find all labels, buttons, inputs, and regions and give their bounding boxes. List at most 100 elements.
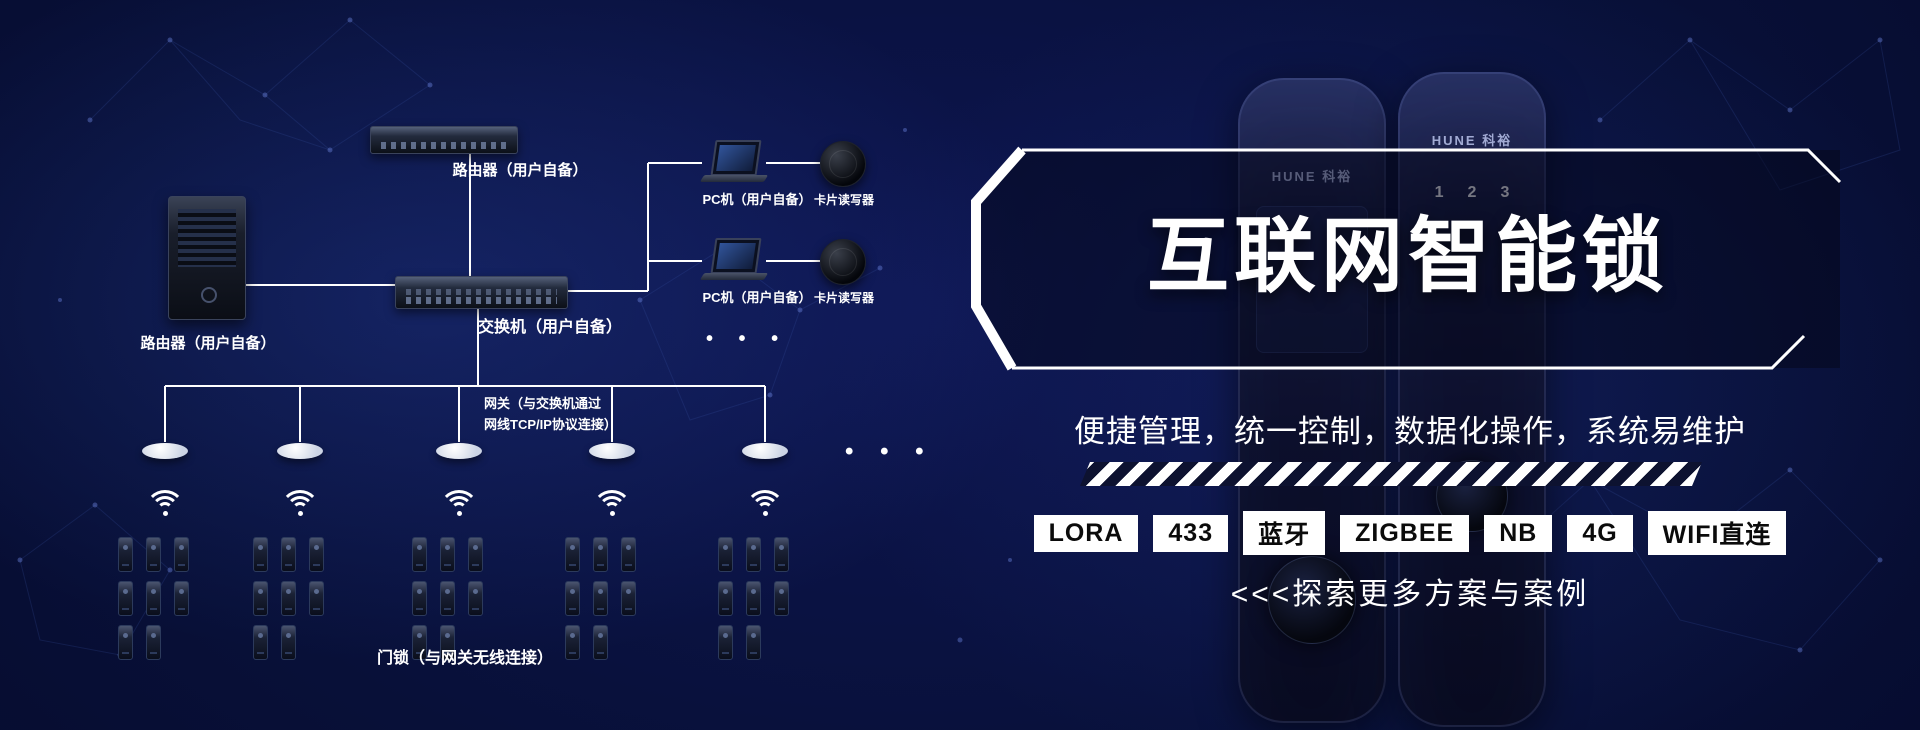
- more-pcs-ellipsis: • • •: [706, 328, 789, 350]
- gateway-disc-icon: [142, 443, 188, 459]
- pc-label-1: PC机（用户自备）: [702, 192, 812, 207]
- gateway-note-line2: 网线TCP/IP协议连接）: [484, 416, 617, 432]
- door-lock-icon: [440, 581, 455, 616]
- door-lock-icon: [253, 537, 268, 572]
- door-lock-icon: [412, 581, 427, 616]
- door-lock-icon: [309, 581, 324, 616]
- feature-tags: LORA 433 蓝牙 ZIGBEE NB 4G WIFI直连: [990, 511, 1830, 555]
- door-lock-icon: [468, 581, 483, 616]
- gateway-disc-icon: [277, 443, 323, 459]
- router-label: 路由器（用户自备）: [452, 162, 588, 179]
- door-lock-icon: [621, 537, 636, 572]
- door-lock-icon: [718, 625, 733, 660]
- gateway-disc-icon: [742, 443, 788, 459]
- brand-logo: HUNE 科裕: [1271, 169, 1353, 184]
- keypad-row: 1 2 3: [1398, 184, 1546, 202]
- door-lock-icon: [440, 537, 455, 572]
- door-lock-icon: [253, 625, 268, 660]
- door-lock-icon: [746, 537, 761, 572]
- fingerprint-ring-icon: [1268, 556, 1356, 644]
- gateway-note-line1: 网关（与交换机通过: [484, 396, 602, 411]
- door-lock-icon: [621, 581, 636, 616]
- gateway-disc-icon: [589, 443, 635, 459]
- gateway-disc-icon: [436, 443, 482, 459]
- keypad-key-1: 1: [1434, 184, 1444, 201]
- door-lock-icon: [565, 537, 580, 572]
- tag-lora: LORA: [1033, 514, 1139, 552]
- door-lock-icon: [468, 537, 483, 572]
- door-lock-icon: [746, 581, 761, 616]
- wifi-icon: [439, 490, 479, 518]
- router-icon: [370, 126, 518, 154]
- switch-icon: [395, 276, 568, 309]
- lock-group: [412, 537, 507, 660]
- door-lock-icon: [146, 581, 161, 616]
- tag-433: 433: [1153, 514, 1229, 552]
- door-lock-icon: [281, 625, 296, 660]
- wifi-icon: [592, 490, 632, 518]
- reader-label-2: 卡片读写器: [813, 291, 874, 305]
- wifi-icon: [145, 490, 185, 518]
- keypad-key-2: 2: [1467, 184, 1477, 201]
- locks-label: 门锁（与网关无线连接）: [376, 650, 553, 667]
- door-lock-icon: [118, 625, 133, 660]
- door-lock-icon: [440, 625, 455, 660]
- card-reader-icon: [820, 239, 866, 285]
- tag-nb: NB: [1484, 514, 1553, 552]
- hero-subtitle: 便捷管理，统一控制，数据化操作，系统易维护: [1074, 414, 1746, 449]
- more-gateways-ellipsis: • • •: [845, 438, 934, 465]
- door-lock-icon: [253, 581, 268, 616]
- door-lock-icon: [412, 625, 427, 660]
- lock-screen: [1256, 206, 1368, 353]
- door-lock-icon: [146, 625, 161, 660]
- brand-logo: HUNE 科裕: [1431, 133, 1513, 148]
- keypad-key-3: 3: [1500, 184, 1510, 201]
- door-lock-icon: [593, 625, 608, 660]
- reader-label-1: 卡片读写器: [813, 193, 874, 207]
- door-lock-icon: [593, 537, 608, 572]
- door-lock-icon: [565, 581, 580, 616]
- door-lock-icon: [565, 625, 580, 660]
- stripes-divider: [1080, 462, 1702, 486]
- page-title: 互联网智能锁: [1146, 211, 1669, 302]
- lock-group: [718, 537, 813, 660]
- tag-zigbee: ZIGBEE: [1340, 514, 1470, 552]
- door-lock-icon: [118, 537, 133, 572]
- server-label: 路由器（用户自备）: [140, 335, 276, 352]
- card-reader-icon: [820, 141, 866, 187]
- door-lock-icon: [146, 537, 161, 572]
- smart-lock-image-left: HUNE 科裕: [1238, 78, 1386, 723]
- tag-wifi-direct: WIFI直连: [1647, 511, 1787, 555]
- door-lock-icon: [309, 537, 324, 572]
- lock-group: [565, 537, 660, 660]
- door-lock-icon: [174, 581, 189, 616]
- explore-more-link[interactable]: <<<探索更多方案与案例: [1230, 578, 1590, 611]
- door-lock-icon: [774, 581, 789, 616]
- lock-group: [253, 537, 348, 660]
- door-lock-icon: [746, 625, 761, 660]
- door-lock-icon: [281, 537, 296, 572]
- switch-label: 交换机（用户自备）: [477, 319, 622, 336]
- server-tower-icon: [168, 196, 246, 320]
- door-lock-icon: [774, 537, 789, 572]
- switch-ports-bottom: [406, 297, 557, 304]
- door-lock-icon: [593, 581, 608, 616]
- router-ports: [381, 142, 507, 149]
- door-lock-icon: [281, 581, 296, 616]
- door-lock-icon: [412, 537, 427, 572]
- door-lock-icon: [718, 581, 733, 616]
- wifi-icon: [745, 490, 785, 518]
- pc-label-2: PC机（用户自备）: [702, 290, 812, 305]
- wifi-icon: [280, 490, 320, 518]
- door-lock-icon: [718, 537, 733, 572]
- hud-frame-fill: [976, 150, 1840, 368]
- gateway-note: 网关（与交换机通过 网线TCP/IP协议连接）: [484, 394, 694, 436]
- door-lock-icon: [118, 581, 133, 616]
- switch-ports-top: [406, 289, 557, 295]
- tag-bluetooth: 蓝牙: [1243, 511, 1326, 555]
- door-lock-icon: [174, 537, 189, 572]
- tag-4g: 4G: [1567, 514, 1633, 552]
